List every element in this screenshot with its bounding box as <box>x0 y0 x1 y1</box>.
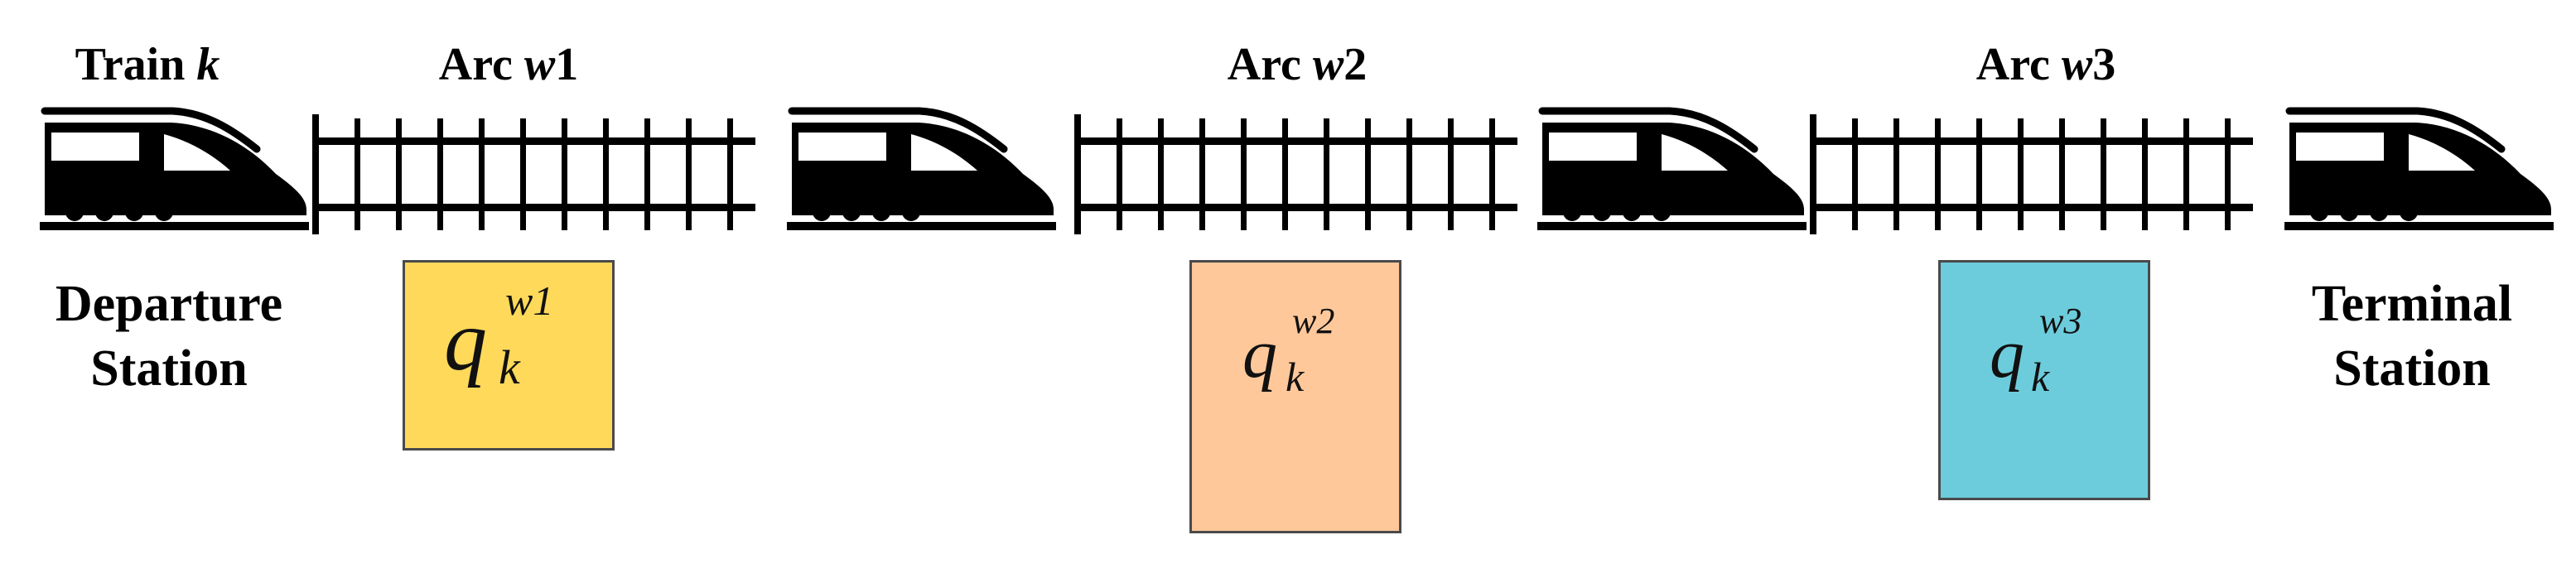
quantity-box-w3 <box>1938 260 2150 500</box>
train-icon <box>1537 111 1807 230</box>
arc-label-w3: Arc w3 <box>1975 39 2116 90</box>
train-label: Train k <box>75 39 220 90</box>
railway-track-icon <box>1074 114 1517 234</box>
train-icon <box>787 111 1056 230</box>
quantity-box-w2 <box>1189 260 1401 533</box>
terminal-station-label: Terminal Station <box>2311 276 2513 397</box>
railway-track-icon <box>312 114 755 234</box>
railway-track-icon <box>1810 114 2253 234</box>
train-icon <box>40 111 309 230</box>
train-icon <box>2284 111 2554 230</box>
quantity-box-w1 <box>403 260 615 451</box>
departure-station-label: Departure Station <box>55 276 283 397</box>
arc-label-w2: Arc w2 <box>1227 39 1368 90</box>
arc-label-w1: Arc w1 <box>438 39 579 90</box>
